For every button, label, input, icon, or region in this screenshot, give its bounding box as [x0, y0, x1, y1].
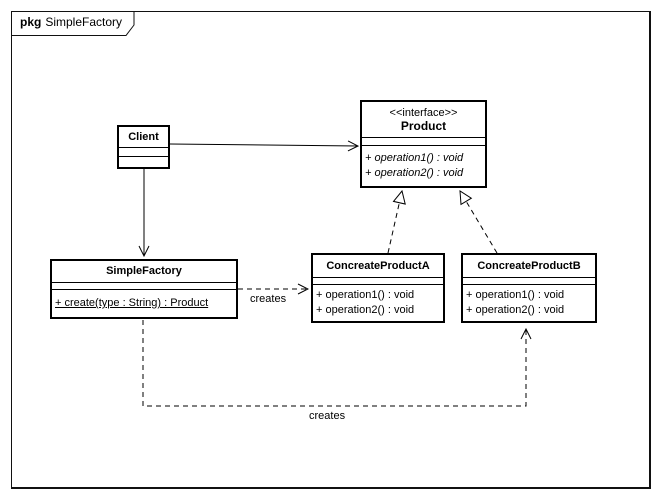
edge-productb-realizes-product[interactable]	[460, 191, 498, 254]
edge-producta-realizes-product[interactable]	[387, 191, 402, 254]
class-product-title: <<interface>> Product	[362, 102, 485, 138]
class-simplefactory[interactable]: SimpleFactory + create(type : String) : …	[50, 259, 238, 319]
class-concreate-product-b-name: ConcreateProductB	[477, 259, 581, 272]
class-simplefactory-operations: + create(type : String) : Product	[52, 290, 236, 317]
class-client-title: Client	[119, 127, 168, 148]
diagram-frame	[11, 11, 651, 489]
class-concreate-product-a-name: ConcreateProductA	[326, 259, 430, 272]
class-simplefactory-name: SimpleFactory	[106, 265, 182, 277]
edge-client-product[interactable]	[169, 144, 358, 146]
class-client-operations	[119, 157, 168, 167]
class-simplefactory-title: SimpleFactory	[52, 261, 236, 283]
operation: + operation1() : void	[316, 289, 415, 301]
class-concreate-product-a-title: ConcreateProductA	[313, 255, 443, 278]
class-concreate-product-a-attributes	[313, 278, 443, 285]
class-concreate-product-b-operations: + operation1() : void + operation2() : v…	[463, 285, 595, 321]
class-product[interactable]: <<interface>> Product + operation1() : v…	[360, 100, 487, 188]
class-concreate-product-b[interactable]: ConcreateProductB + operation1() : void …	[461, 253, 597, 323]
class-concreate-product-a-operations: + operation1() : void + operation2() : v…	[313, 285, 443, 321]
class-concreate-product-b-title: ConcreateProductB	[463, 255, 595, 278]
package-keyword: pkg	[20, 15, 42, 29]
operation: + operation1() : void	[365, 152, 464, 164]
class-concreate-product-a[interactable]: ConcreateProductA + operation1() : void …	[311, 253, 445, 323]
class-product-attributes	[362, 138, 485, 146]
class-product-name: Product	[400, 118, 447, 133]
package-tab	[11, 11, 135, 36]
creates-label-b: creates	[309, 410, 346, 422]
class-client[interactable]: Client	[117, 125, 170, 169]
operation: + operation2() : void	[316, 304, 415, 316]
class-client-name: Client	[128, 130, 159, 143]
edge-factory-creates-b[interactable]	[142, 320, 526, 407]
package-name: SimpleFactory	[45, 15, 123, 29]
operation: + operation1() : void	[466, 289, 565, 301]
operation: + create(type : String) : Product	[55, 297, 209, 309]
class-product-stereotype: <<interface>>	[389, 106, 458, 119]
operation: + operation2() : void	[466, 304, 565, 316]
operation: + operation2() : void	[365, 167, 464, 179]
class-concreate-product-b-attributes	[463, 278, 595, 285]
class-product-operations: + operation1() : void + operation2() : v…	[362, 146, 485, 186]
class-client-attributes	[119, 148, 168, 157]
class-simplefactory-attributes	[52, 283, 236, 290]
creates-label-a: creates	[250, 293, 287, 305]
